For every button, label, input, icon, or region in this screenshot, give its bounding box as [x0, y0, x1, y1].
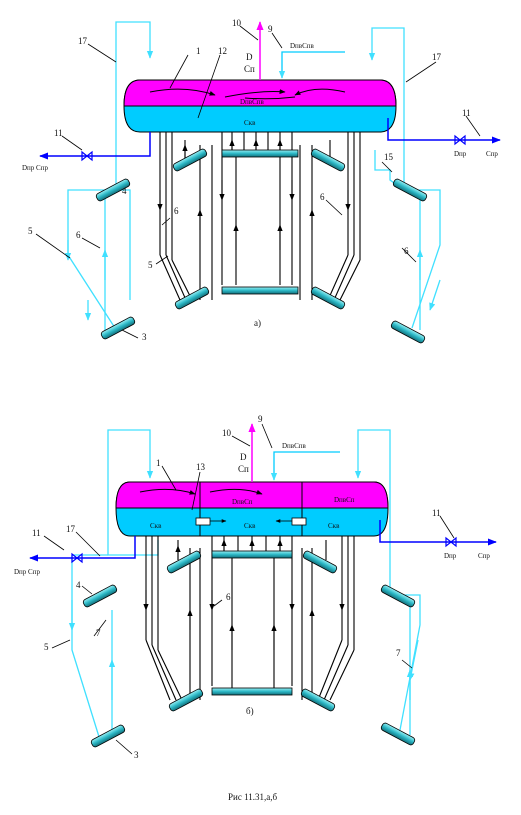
svg-text:7: 7 [96, 628, 101, 638]
blowdown-right-a [387, 118, 501, 146]
svg-text:3: 3 [142, 332, 147, 342]
flow-labels-a: D Cп DпвCпв DпвCпв Cкв Dпр Cпр Dпр Cпр а… [22, 42, 498, 328]
svg-text:Cкв: Cкв [328, 522, 340, 530]
circuit-right-a [368, 27, 441, 330]
blowdown-left-a [39, 132, 151, 162]
svg-text:DпвCпв: DпвCпв [290, 42, 315, 50]
svg-text:DпвCпв: DпвCпв [282, 442, 307, 450]
svg-text:4: 4 [76, 580, 81, 590]
svg-text:11: 11 [32, 528, 41, 538]
svg-text:6: 6 [404, 246, 409, 256]
svg-text:11: 11 [462, 108, 471, 118]
svg-text:D: D [246, 52, 253, 62]
svg-text:Cкв: Cкв [150, 522, 162, 530]
svg-text:5: 5 [148, 260, 153, 270]
svg-text:10: 10 [222, 428, 232, 438]
svg-text:12: 12 [218, 46, 227, 56]
svg-text:17: 17 [78, 36, 88, 46]
tubes-b [143, 536, 355, 701]
svg-text:4: 4 [122, 186, 127, 196]
feed-water-a [278, 51, 345, 79]
caption-a: а) [254, 318, 261, 328]
svg-text:9: 9 [268, 24, 273, 34]
svg-text:7: 7 [396, 648, 401, 658]
drum-a [123, 79, 397, 133]
svg-text:Dпр Cпр: Dпр Cпр [14, 568, 40, 576]
callouts-a: 1 12 10 9 17 17 11 11 4 5 6 6 6 5 15 6 3 [28, 18, 471, 342]
svg-text:Dпр: Dпр [454, 150, 467, 158]
svg-text:DпвCпв: DпвCпв [240, 98, 265, 106]
svg-text:Dпр: Dпр [444, 552, 457, 560]
svg-text:DпвCп: DпвCп [232, 498, 253, 506]
svg-text:17: 17 [66, 524, 76, 534]
blowdown-left-b [29, 536, 136, 564]
svg-text:Cкв: Cкв [244, 522, 256, 530]
tubes-a [157, 132, 361, 301]
callouts-b: 10 9 1 13 11 17 4 5 7 6 3 11 7 [32, 414, 441, 760]
svg-text:6: 6 [76, 230, 81, 240]
flow-labels-b: D Cп DпвCпв DпвCп DпвCп Cкв Cкв Cкв Dпр … [14, 442, 490, 716]
svg-text:Cпр: Cпр [486, 150, 498, 158]
leaders-b [43, 423, 455, 755]
diagram-a: 1 12 10 9 17 17 11 11 4 5 6 6 6 5 15 6 3… [22, 18, 501, 344]
svg-text:9: 9 [258, 414, 263, 424]
circuit-right-b [354, 429, 421, 735]
svg-text:5: 5 [28, 226, 33, 236]
svg-text:10: 10 [232, 18, 242, 28]
svg-text:5: 5 [44, 642, 49, 652]
figure-caption: Рис 11.31,а,б [228, 792, 277, 802]
svg-text:Cп: Cп [238, 464, 249, 474]
svg-text:15: 15 [384, 152, 394, 162]
svg-text:Cп: Cп [244, 64, 255, 74]
svg-text:1: 1 [156, 458, 161, 468]
circuit-left-a [64, 21, 154, 330]
svg-text:Dпр Cпр: Dпр Cпр [22, 164, 48, 172]
leaders-a [35, 25, 481, 339]
svg-text:11: 11 [54, 128, 63, 138]
svg-text:3: 3 [134, 750, 139, 760]
svg-text:Cпр: Cпр [478, 552, 490, 560]
svg-text:6: 6 [174, 206, 179, 216]
drum-b [115, 481, 389, 537]
feed-water-b [270, 451, 340, 481]
blowdown-right-b [379, 520, 497, 548]
svg-text:D: D [240, 452, 247, 462]
headers-b [82, 550, 416, 748]
diagram-b: 10 9 1 13 11 17 4 5 7 6 3 11 7 D Cп DпвC… [14, 414, 497, 760]
headers-a [95, 148, 428, 344]
circuit-left-b [68, 429, 159, 741]
svg-text:DпвCп: DпвCп [334, 496, 355, 504]
svg-text:Cкв: Cкв [244, 119, 256, 127]
svg-text:6: 6 [226, 592, 231, 602]
svg-text:6: 6 [320, 192, 325, 202]
svg-text:1: 1 [196, 46, 201, 56]
svg-text:17: 17 [432, 52, 442, 62]
caption-b: б) [246, 706, 254, 716]
svg-text:11: 11 [432, 508, 441, 518]
svg-text:13: 13 [196, 462, 206, 472]
